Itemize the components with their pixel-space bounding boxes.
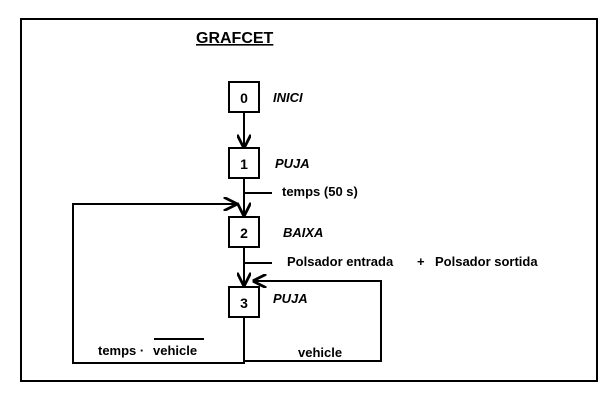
outer-frame [20, 18, 598, 382]
diagram-title: GRAFCET [196, 30, 274, 47]
loop-return-label-b: vehicle [153, 343, 197, 358]
step-3-box [228, 286, 260, 318]
loop-return-path [72, 204, 245, 364]
loop-return-label-a: temps · [98, 343, 144, 358]
step-3-action: PUJA [273, 291, 308, 306]
step-1-box [228, 147, 260, 179]
step-0-number: 0 [240, 90, 248, 106]
step-0-action: INICI [273, 90, 303, 105]
step-3-number: 3 [240, 295, 248, 311]
step-1-action: PUJA [275, 156, 310, 171]
transition-2-label-b: Polsador sortida [435, 254, 538, 269]
step-2-box [228, 216, 260, 248]
loop-vehicle-label: vehicle [298, 345, 342, 360]
step-2-action: BAIXA [283, 225, 323, 240]
transition-2-operator: + [417, 254, 425, 269]
transition-1-label: temps (50 s) [282, 184, 358, 199]
transition-2-label-a: Polsador entrada [287, 254, 394, 269]
step-1-number: 1 [240, 156, 248, 172]
step-2-number: 2 [240, 225, 248, 241]
